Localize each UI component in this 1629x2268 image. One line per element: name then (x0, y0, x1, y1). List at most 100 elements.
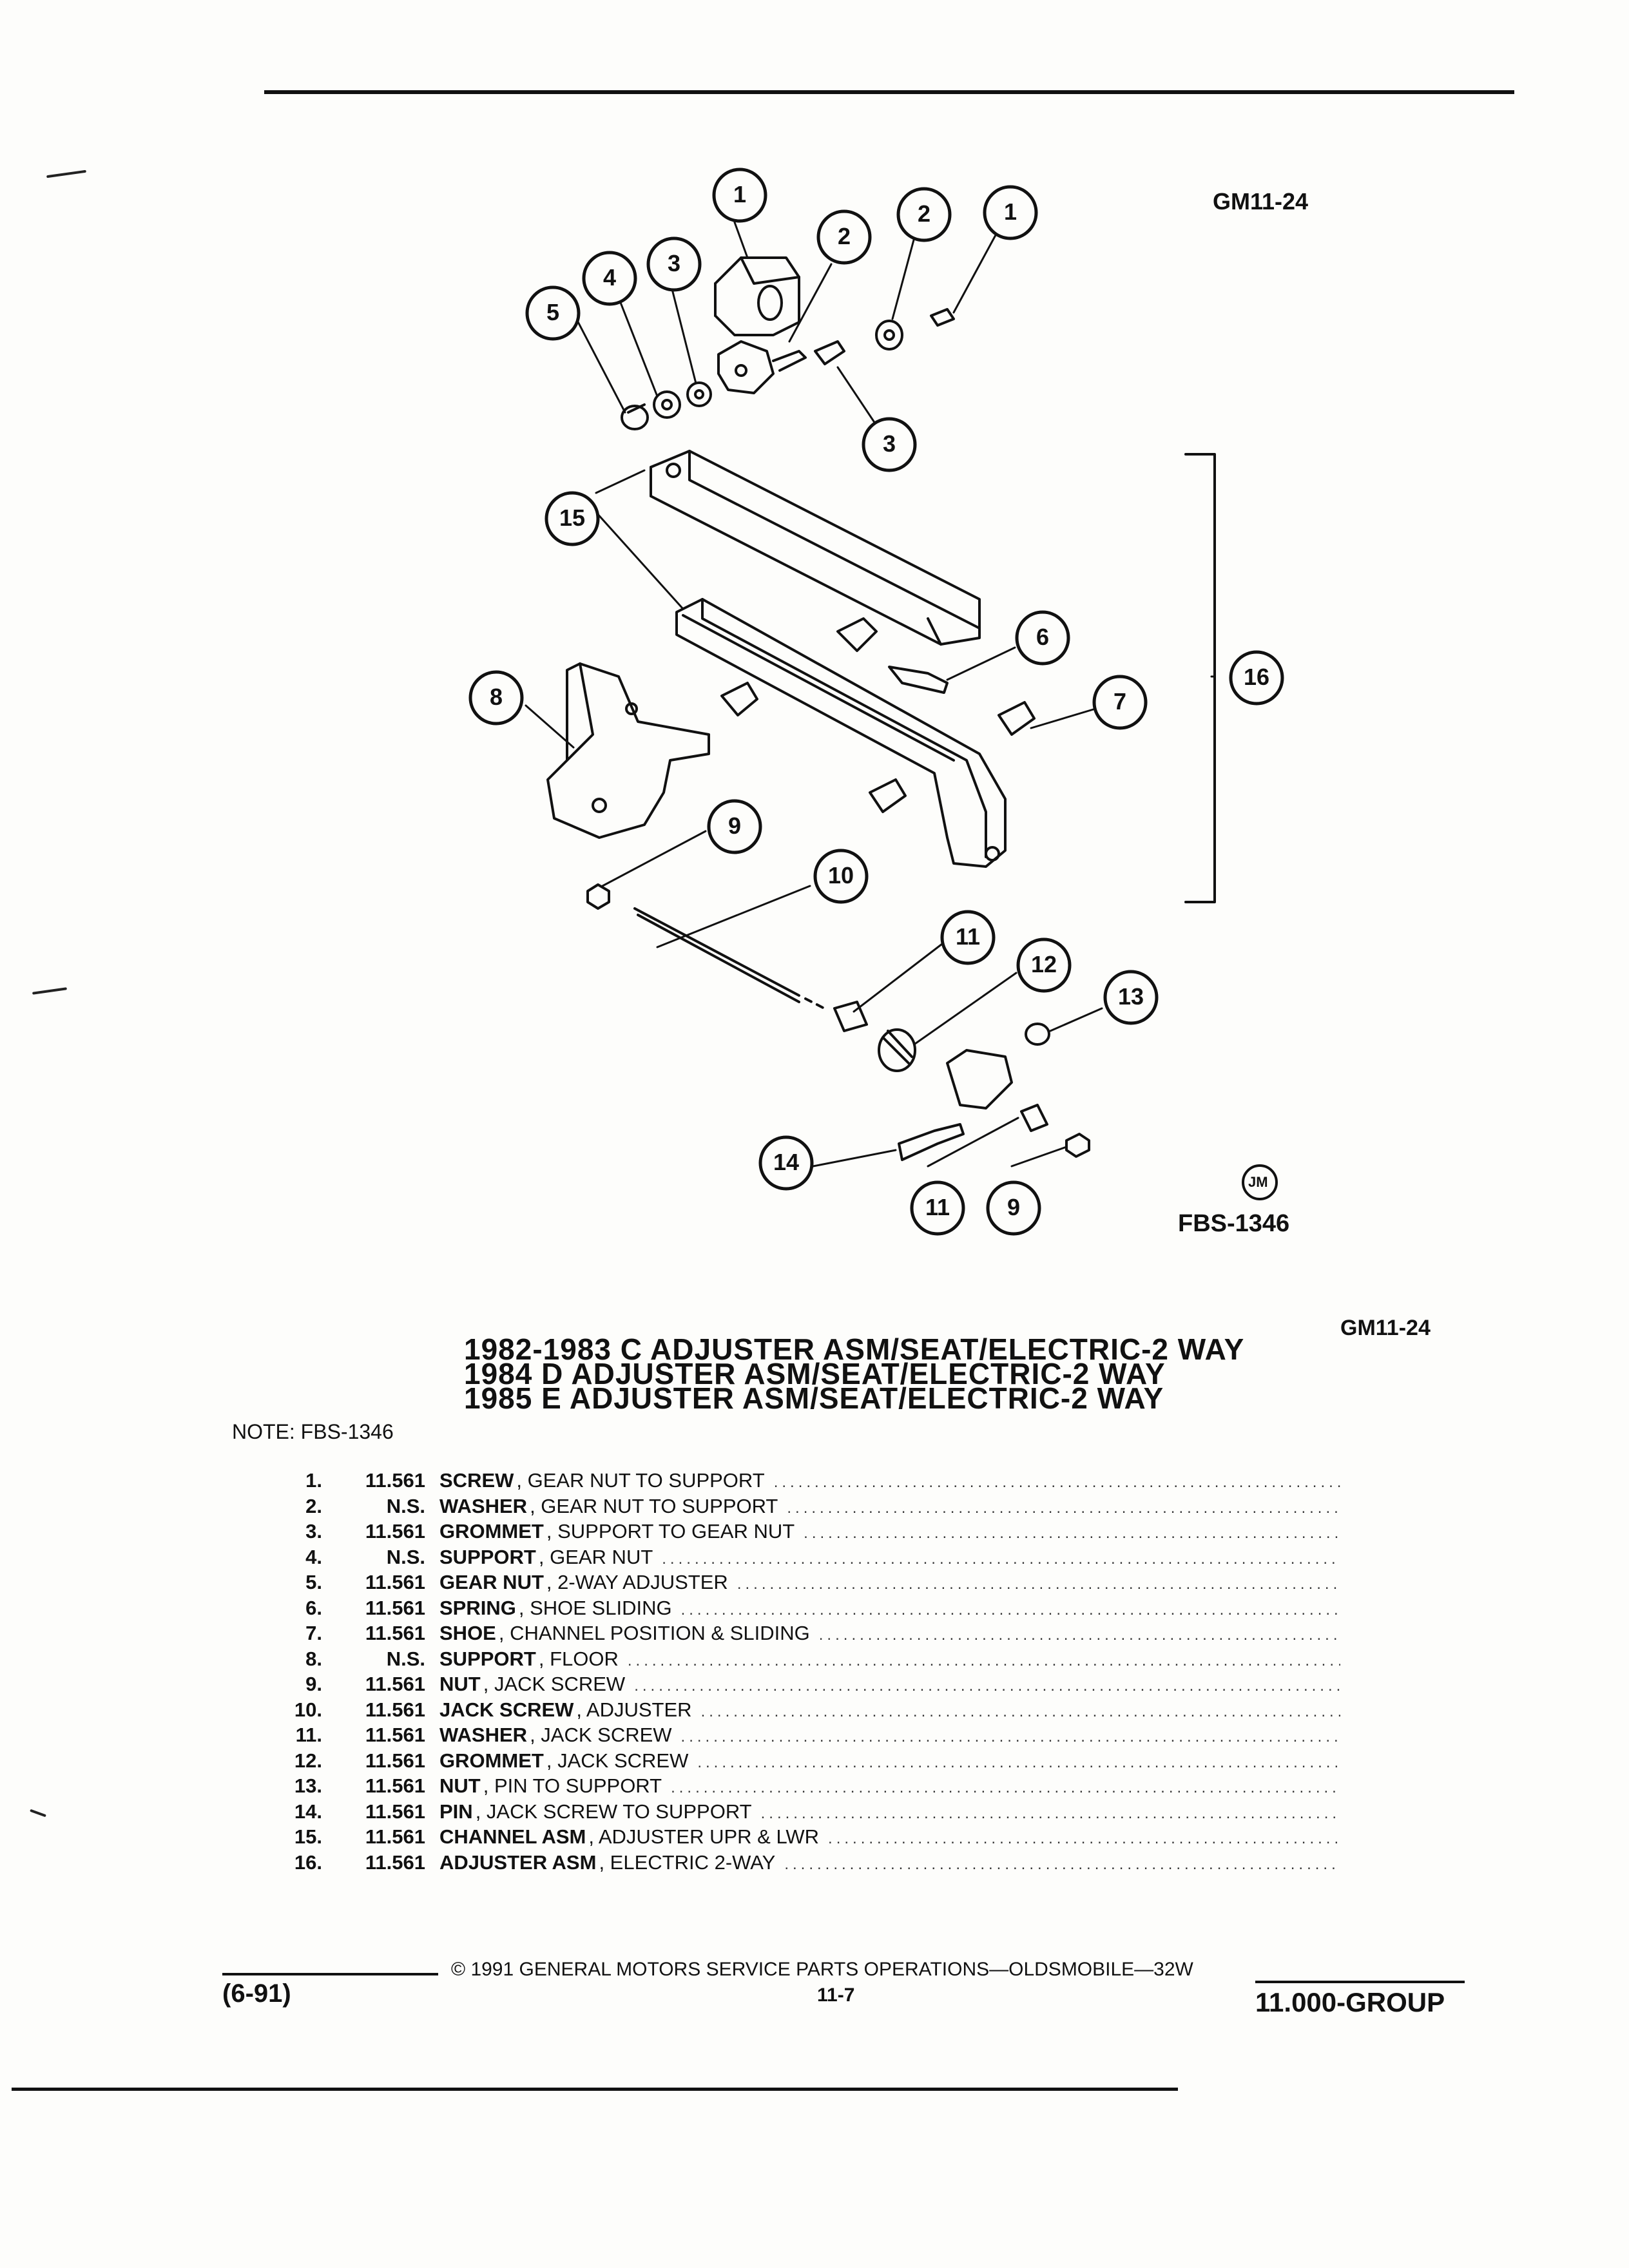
footer-date: (6-91) (222, 1979, 291, 2008)
figure-id: FBS-1346 (1178, 1210, 1290, 1237)
gear-nut-support-part (714, 256, 800, 336)
callout-circle (862, 417, 917, 472)
part-number: 6. (305, 1596, 322, 1619)
pin-nut-part (1025, 1023, 1050, 1046)
callout-circle (896, 187, 952, 242)
part-code: N.S. (386, 1647, 425, 1670)
leader-dots (628, 1649, 1340, 1673)
callout-circle (1229, 650, 1284, 706)
part-code: 11.561 (365, 1673, 425, 1695)
leader-dots (701, 1700, 1340, 1724)
callout-circle (816, 209, 872, 265)
part-code: 11.561 (365, 1800, 425, 1823)
part-name: GROMMET (439, 1749, 544, 1772)
part-code: 11.561 (365, 1622, 425, 1644)
callout-number: 9 (1007, 1194, 1021, 1220)
part-name: PIN (439, 1800, 473, 1823)
callout-number: 3 (882, 430, 896, 457)
callout-number: 16 (1243, 664, 1270, 690)
grommet-part (878, 1028, 916, 1072)
bottom-rule (12, 2088, 1178, 2091)
callout-circles (468, 168, 1284, 1236)
note-label: NOTE: FBS-1346 (232, 1420, 394, 1443)
assembly-bracket (1184, 453, 1216, 903)
callout-number: 4 (602, 264, 617, 291)
part-number: 3. (305, 1520, 322, 1542)
part-code: 11.561 (365, 1825, 425, 1848)
callout-number: 7 (1113, 688, 1127, 715)
leader-dots (819, 1624, 1340, 1648)
leader-dots (634, 1675, 1340, 1698)
footer-group: 11.000-GROUP (1255, 1987, 1445, 2017)
jack-screw-part (633, 907, 800, 1003)
leader-dots (737, 1573, 1340, 1597)
top-rule (264, 90, 1514, 94)
callout-number: 5 (546, 299, 560, 325)
footer-rule-right (1255, 1981, 1465, 1983)
pin-part (898, 1123, 965, 1161)
part-code: 11.561 (365, 1774, 425, 1797)
part-description: , ADJUSTER UPR & LWR (588, 1825, 820, 1848)
section-figure-code: GM11-24 (1340, 1316, 1431, 1340)
callout-number: 1 (733, 181, 747, 207)
callout-number: 13 (1117, 983, 1144, 1010)
part-row: 2.N.S.WASHER, GEAR NUT TO SUPPORT (271, 1495, 1340, 1521)
callout-circle (1103, 970, 1159, 1025)
jm-logo (1242, 1164, 1278, 1200)
part-name: NUT (439, 1774, 481, 1797)
part-description: , GEAR NUT TO SUPPORT (530, 1494, 778, 1517)
callout-number: 11 (925, 1194, 950, 1220)
part-code: 11.561 (365, 1469, 425, 1492)
leader-lines (525, 221, 1216, 1168)
callout-number: 14 (773, 1149, 800, 1175)
part-code: N.S. (386, 1494, 425, 1517)
part-code: 11.561 (365, 1698, 425, 1721)
shoe-parts (720, 617, 1036, 813)
leader-dots (681, 1725, 1340, 1749)
callout-circle (545, 491, 600, 546)
part-name: SUPPORT (439, 1545, 536, 1568)
lower-channel-part (675, 598, 1007, 868)
part-number: 14. (294, 1800, 322, 1823)
section-title: 1985 E ADJUSTER ASM/SEAT/ELECTRIC-2 WAY (464, 1381, 1164, 1415)
callout-circle (1015, 610, 1070, 666)
part-name: CHANNEL ASM (439, 1825, 586, 1848)
leader-dots (697, 1751, 1340, 1775)
callout-circle (940, 910, 996, 965)
callout-circle (813, 849, 869, 904)
part-number: 4. (305, 1545, 322, 1568)
part-description: , ELECTRIC 2-WAY (599, 1850, 776, 1874)
part-name: SHOE (439, 1622, 496, 1644)
exploded-parts-diagram (468, 168, 1284, 1236)
footer-page-number: 11-7 (817, 1984, 855, 2006)
part-description: , JACK SCREW (546, 1749, 689, 1772)
callout-number: 3 (667, 250, 681, 276)
leader-dots (784, 1853, 1340, 1877)
part-code: 11.561 (365, 1596, 425, 1619)
callout-circle (707, 799, 762, 854)
part-name: ADJUSTER ASM (439, 1850, 597, 1874)
part-row: 4.N.S.SUPPORT, GEAR NUT (271, 1546, 1340, 1571)
part-number: 9. (305, 1673, 322, 1695)
left-fastener-parts (621, 381, 712, 430)
section-title: 1984 D ADJUSTER ASM/SEAT/ELECTRIC-2 WAY (464, 1357, 1166, 1390)
leader-dots (828, 1827, 1340, 1851)
part-code: 11.561 (365, 1850, 425, 1874)
part-description: , SHOE SLIDING (518, 1596, 672, 1619)
footer-rule-left (222, 1973, 438, 1975)
upper-channel-part (650, 450, 981, 646)
part-description: , PIN TO SUPPORT (483, 1774, 662, 1797)
jack-screw-nut-part (586, 883, 610, 910)
part-name: GROMMET (439, 1520, 544, 1542)
callout-number: 15 (559, 505, 586, 531)
part-description: , GEAR NUT TO SUPPORT (516, 1469, 765, 1492)
floor-support-part (546, 662, 710, 839)
part-name: NUT (439, 1673, 481, 1695)
part-name: WASHER (439, 1494, 528, 1517)
